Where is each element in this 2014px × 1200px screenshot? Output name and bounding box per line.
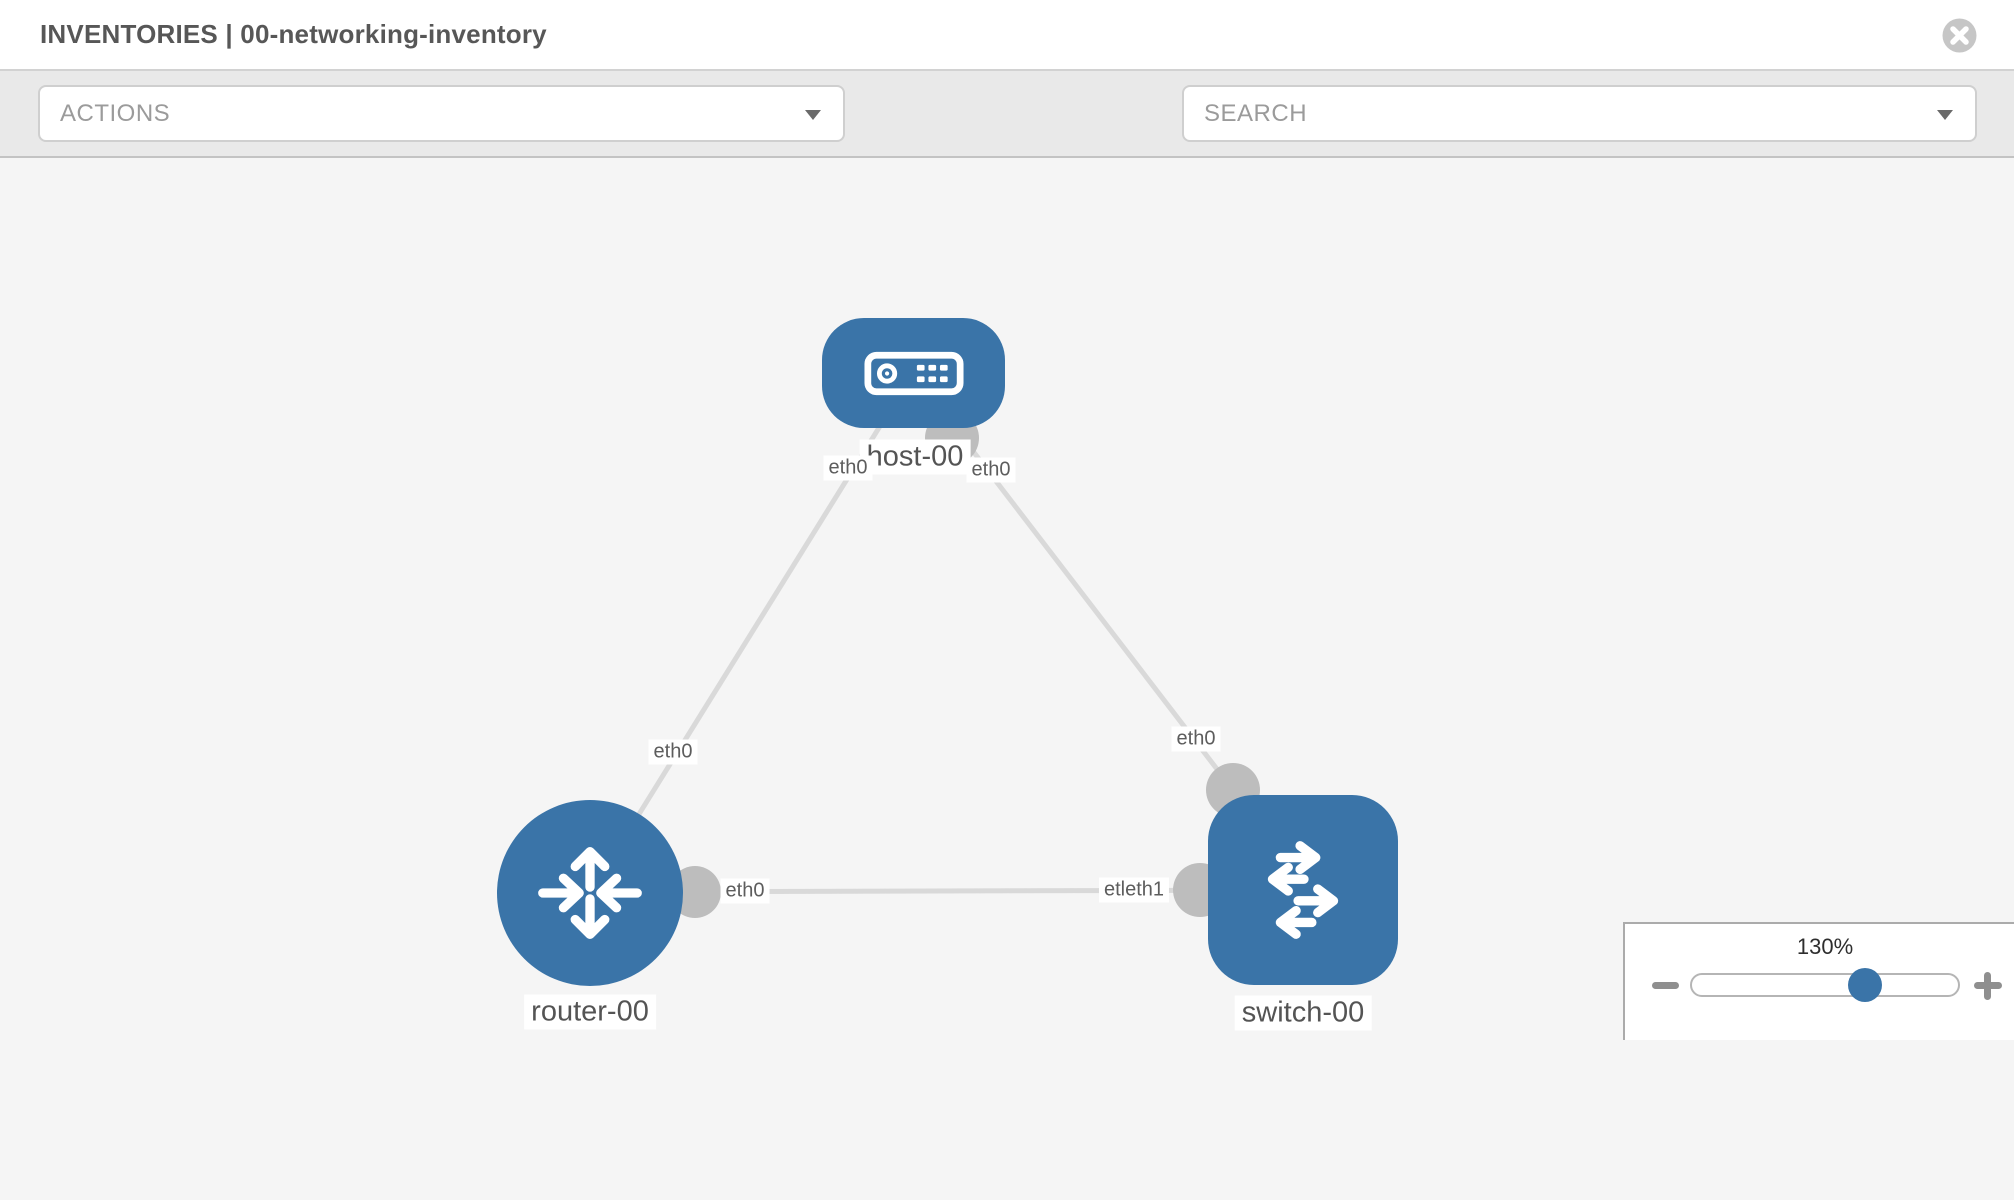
header: INVENTORIES | 00-networking-inventory [0, 0, 2014, 71]
chevron-down-icon [805, 109, 821, 120]
interface-label: eth0 [720, 878, 770, 904]
node-host-00[interactable] [822, 318, 1005, 428]
switch-icon [1267, 841, 1339, 939]
zoom-slider-thumb[interactable] [1848, 968, 1882, 1002]
node-label-host: host-00 [859, 439, 971, 475]
search-dropdown[interactable] [1182, 85, 1977, 142]
zoom-panel: 130% [1623, 922, 2014, 1040]
zoom-slider[interactable] [1690, 968, 1960, 1002]
router-icon [538, 847, 642, 939]
interface-label: etleth1 [1098, 877, 1170, 903]
zoom-out-button[interactable] [1652, 982, 1679, 989]
close-button[interactable] [1942, 18, 1977, 53]
interface-label: eth0 [823, 455, 873, 481]
chevron-down-icon [1937, 109, 1953, 120]
search-input[interactable] [1184, 99, 1975, 128]
links-layer [587, 371, 1304, 918]
node-router-00[interactable] [497, 800, 683, 986]
interface-label: eth0 [1171, 726, 1221, 752]
zoom-level: 130% [1796, 934, 1854, 959]
host-icon [863, 351, 964, 395]
page-title: INVENTORIES | 00-networking-inventory [40, 19, 547, 49]
node-label-router: router-00 [524, 994, 656, 1030]
node-switch-00[interactable] [1208, 795, 1398, 985]
close-icon [1942, 18, 1977, 53]
toolbar: ACTIONS [0, 71, 2014, 201]
zoom-in-button[interactable] [1974, 972, 2002, 1000]
actions-dropdown-label: ACTIONS [60, 99, 171, 127]
topology-canvas[interactable]: host-00 router-00 switch-00 eth0 eth0 et… [0, 160, 2014, 1200]
node-label-switch: switch-00 [1234, 995, 1372, 1031]
plus-icon [1984, 972, 1991, 1000]
actions-dropdown[interactable]: ACTIONS [38, 85, 845, 142]
interface-label: eth0 [966, 457, 1016, 483]
interface-label: eth0 [648, 739, 698, 765]
